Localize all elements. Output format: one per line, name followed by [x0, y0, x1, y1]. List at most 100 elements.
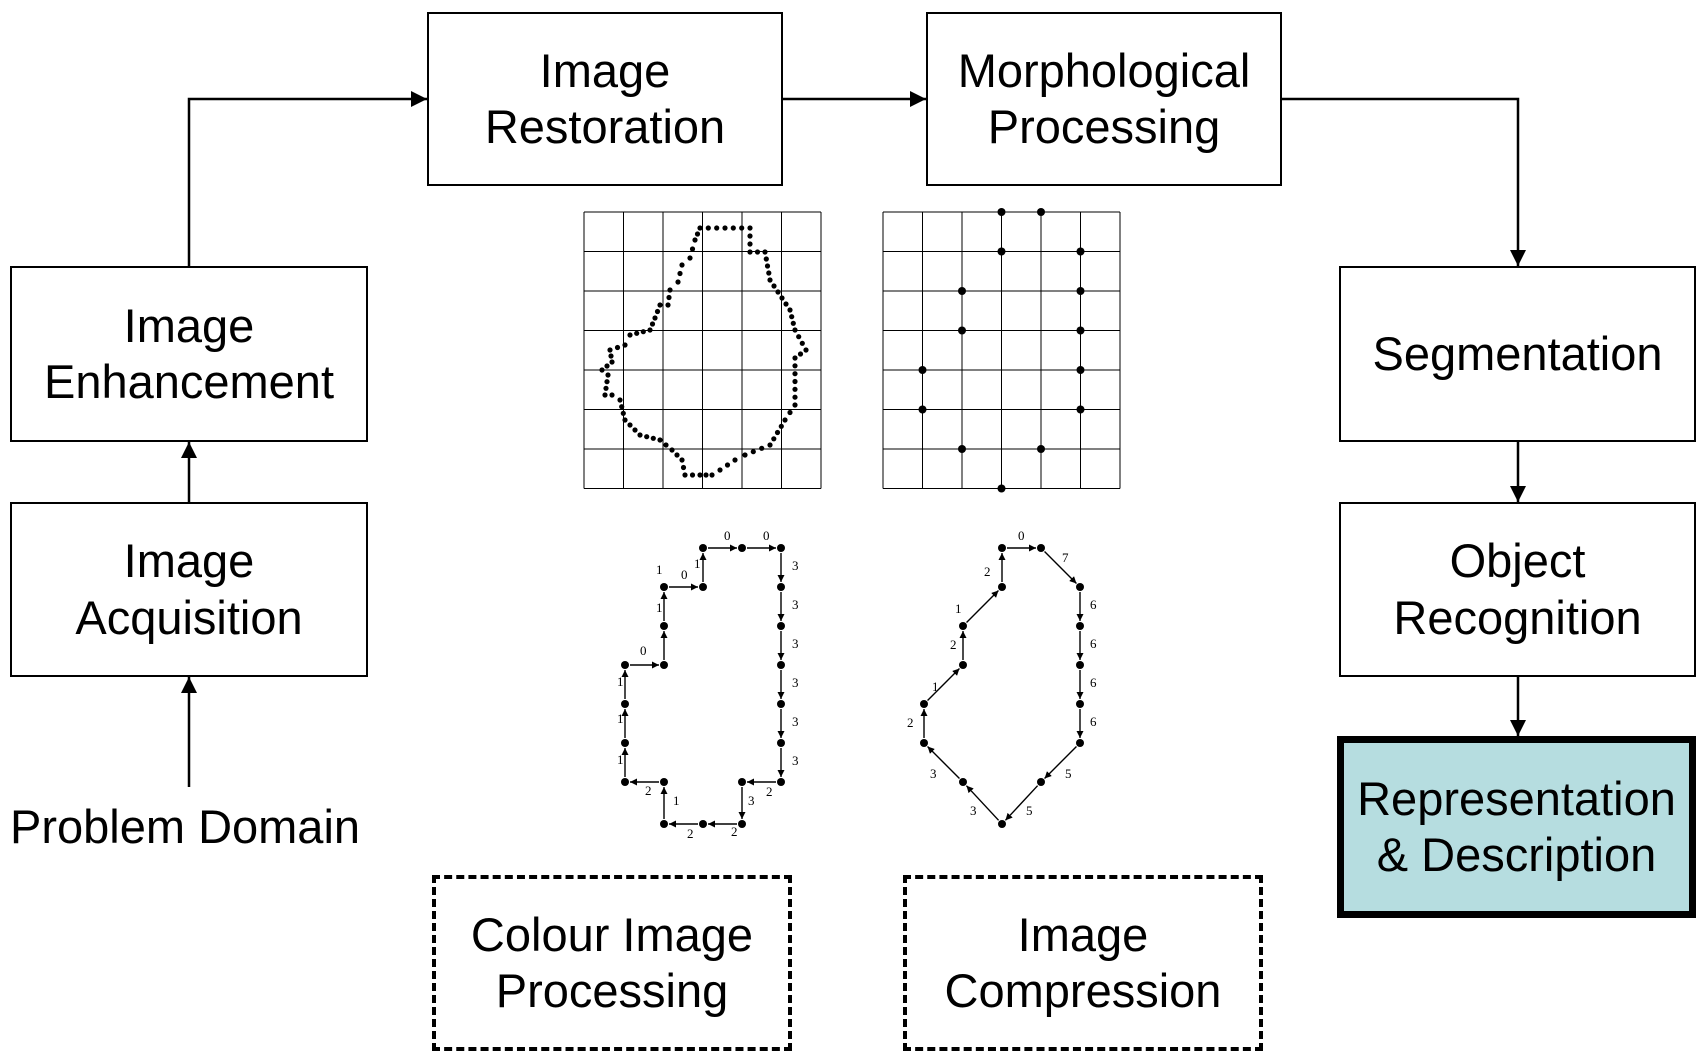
- boundary-dot: [607, 347, 613, 353]
- boundary-dot: [775, 289, 781, 295]
- chain-code-label: 0: [763, 528, 770, 543]
- chain-code-label: 5: [1065, 766, 1072, 781]
- chain-code-label: 3: [792, 558, 799, 573]
- boundary-dot: [792, 363, 798, 369]
- morphological-processing-line-1: Morphological: [957, 43, 1251, 97]
- boundary-dot: [759, 445, 765, 451]
- boundary-dot: [689, 472, 696, 478]
- chain-node-dot: [777, 622, 785, 630]
- chain-node-dot: [1076, 661, 1084, 669]
- boundary-dot: [697, 472, 703, 478]
- boundary-dot: [763, 256, 769, 262]
- boundary-dot: [787, 409, 793, 416]
- boundary-dot: [771, 283, 777, 289]
- boundary-dot: [657, 302, 663, 308]
- grid-node-dot: [997, 484, 1006, 493]
- boundary-dot: [675, 279, 681, 285]
- boundary-dot: [627, 332, 633, 338]
- image-compression-line-2: Compression: [944, 964, 1222, 1017]
- boundary-dot: [724, 462, 731, 468]
- boundary-dot: [792, 394, 798, 400]
- boundary-dot: [750, 449, 756, 455]
- boundary-dot: [637, 432, 643, 438]
- chain-code-label: 0: [1018, 528, 1025, 543]
- chain-arrow: [965, 785, 1000, 821]
- chain-code-label: 1: [694, 556, 701, 571]
- boundary-dot: [792, 378, 798, 385]
- image-restoration-line-2: Restoration: [484, 100, 726, 153]
- chain-node-dot: [777, 778, 785, 786]
- boundary-dot: [619, 404, 625, 410]
- chain-node-dot: [959, 661, 967, 669]
- chain-code-label: 3: [792, 675, 799, 690]
- chain-node-dot: [998, 583, 1006, 591]
- colour-image-processing-line-2: Processing: [495, 964, 729, 1017]
- boundary-dot: [640, 329, 646, 335]
- boundary-dot: [634, 330, 640, 336]
- chain-node-dot: [777, 700, 785, 708]
- representation-description-box[interactable]: Representation& Description: [1337, 736, 1696, 918]
- chain-code-label: 2: [984, 564, 991, 579]
- grid-node-dot: [1076, 366, 1085, 374]
- boundary-dot: [787, 307, 793, 313]
- chain-node-dot: [660, 661, 668, 669]
- boundary-dot: [799, 340, 805, 346]
- grid-node-dot: [1076, 287, 1085, 295]
- chain-code-label: 0: [681, 567, 688, 582]
- chain-node-dot: [621, 778, 629, 786]
- representation-description-line-1: Representation: [1357, 771, 1676, 825]
- boundary-dot: [620, 410, 626, 416]
- chain-node-dot: [777, 544, 785, 552]
- boundary-dot: [754, 249, 761, 255]
- chain-node-dot: [660, 820, 668, 828]
- boundary-dot: [663, 442, 669, 448]
- boundary-dot: [605, 372, 611, 378]
- chain-code-label: 1: [656, 562, 663, 577]
- morphological-processing-line-2: Processing: [987, 100, 1221, 153]
- chain-code-label: 5: [1026, 803, 1033, 818]
- chain-code-label: 3: [930, 766, 937, 781]
- boundary-dot: [622, 417, 628, 423]
- chain-code-label: 1: [955, 601, 962, 616]
- chain-code-label: 1: [617, 674, 624, 689]
- chain-node-dot: [998, 820, 1006, 828]
- arrow-enhancement-to-restoration: [187, 91, 427, 266]
- grid-node-dot: [1076, 247, 1085, 256]
- boundary-dot: [703, 472, 709, 478]
- chain-code-label: 6: [1090, 675, 1097, 690]
- boundary-dot: [730, 225, 736, 231]
- segmentation-box[interactable]: Segmentation: [1339, 266, 1696, 442]
- colour-image-processing-line-1: Colour Image: [470, 907, 754, 961]
- boundary-dot: [803, 347, 809, 353]
- grid-node-dot: [1037, 445, 1045, 453]
- boundary-dot: [687, 255, 693, 261]
- chain-code-label: 3: [792, 597, 799, 612]
- object-recognition-line-1: Object: [1449, 534, 1586, 588]
- boundary-dot: [739, 225, 745, 231]
- chain-code-label: 2: [687, 826, 694, 841]
- boundary-dot: [604, 379, 610, 385]
- image-compression-line-1: Image: [1017, 907, 1149, 961]
- chain-code-label: 3: [792, 636, 799, 651]
- chain-node-dot: [660, 583, 668, 591]
- chain-arrow: [966, 590, 999, 623]
- boundary-dot: [609, 392, 615, 398]
- boundary-dot: [692, 237, 698, 243]
- boundary-dot: [608, 353, 614, 359]
- arrow-morphological-to-segmentation: [1282, 97, 1526, 266]
- boundary-dot: [774, 429, 781, 436]
- boundary-dot: [614, 344, 621, 351]
- boundary-dot: [680, 464, 687, 471]
- chain-arrow: [1004, 785, 1039, 821]
- boundary-dot: [792, 327, 798, 333]
- boundary-dot: [767, 277, 773, 283]
- boundary-dot: [792, 355, 798, 361]
